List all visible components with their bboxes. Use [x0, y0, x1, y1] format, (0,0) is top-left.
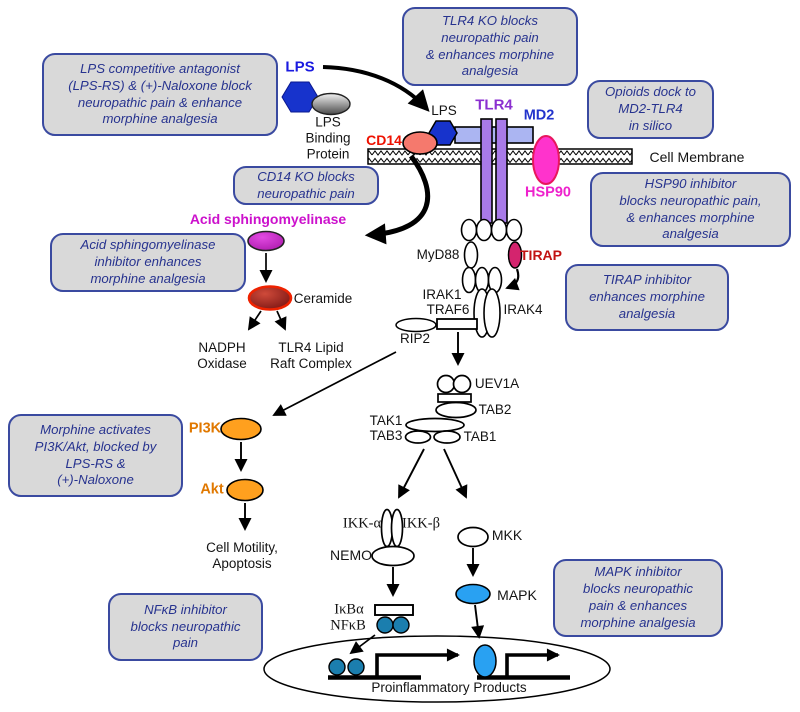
- irak4-label: IRAK4: [503, 302, 543, 318]
- traf6-bar: [436, 318, 478, 330]
- callout-lps-antagonist: LPS competitive antagonist (LPS-RS) & (+…: [42, 53, 278, 136]
- nfkb-label: NFκB: [330, 617, 366, 634]
- arrow-tak-to-mkk: [443, 448, 468, 499]
- pi3k-ellipse: [220, 417, 262, 441]
- arrow-tirap-to-irak: [505, 268, 520, 291]
- callout-cd14-ko: CD14 KO blocks neuropathic pain: [233, 166, 379, 205]
- myd88-label: MyD88: [416, 247, 460, 263]
- acid-sphingomyelinase-ellipse: [247, 230, 285, 252]
- tir-ellipse: [505, 218, 523, 242]
- callout-morphine-activates: Morphine activates PI3K/Akt, blocked by …: [8, 414, 183, 497]
- cd14-label: CD14: [366, 131, 402, 148]
- promoter-arrow-right: [505, 648, 560, 677]
- mapk-label: MAPK: [497, 586, 537, 603]
- nadph-oxidase-label: NADPH Oxidase: [197, 339, 247, 371]
- md2-label: MD2: [523, 107, 555, 124]
- tab2-ellipse: [435, 401, 477, 419]
- hsp90-ellipse: [532, 135, 560, 185]
- tlr4-label: TLR4: [475, 96, 513, 114]
- nemo-ellipse: [371, 545, 415, 567]
- arrow-ceramide-to-nadph: [247, 310, 262, 331]
- callout-nfkb-inhibitor: NFκB inhibitor blocks neuropathic pain: [108, 593, 263, 661]
- nfkb-circle: [376, 616, 394, 634]
- uev1a-label: UEV1A: [474, 376, 520, 392]
- ikk-alpha-label: IKK-α: [342, 515, 382, 532]
- arrow-mapk-to-nucleus: [471, 604, 485, 639]
- tlr4-bar: [480, 118, 493, 224]
- lps-top-label: LPS: [285, 58, 315, 76]
- tirap-ellipse: [507, 241, 523, 269]
- arrow-rip2-to-pi3k: [272, 351, 397, 416]
- lps-membrane-label: LPS: [431, 103, 457, 119]
- arrow-receptor-to-sphingomyelinase: [364, 154, 431, 245]
- tab1-ellipse: [433, 430, 461, 444]
- tab3-ellipse: [404, 430, 432, 444]
- cell-motility-label: Cell Motility, Apoptosis: [206, 539, 278, 571]
- uev1a-circle: [452, 374, 472, 394]
- arrow-nfkb-to-gene: [349, 634, 376, 655]
- callout-asm-inhibitor: Acid sphingomyelinase inhibitor enhances…: [50, 233, 246, 292]
- cd14-ellipse: [402, 131, 438, 155]
- irak-complex-ellipse: [483, 288, 501, 338]
- rip2-label: RIP2: [399, 331, 431, 347]
- callout-mapk-inhibitor: MAPK inhibitor blocks neuropathic pain &…: [553, 559, 723, 637]
- tlr4-bar: [495, 118, 508, 224]
- mkk-ellipse: [457, 526, 489, 548]
- irak-ellipse: [461, 266, 477, 294]
- callout-tirap-inhibitor: TIRAP inhibitor enhances morphine analge…: [565, 264, 729, 331]
- tak1-label: TAK1: [369, 413, 403, 429]
- tirap-label: TIRAP: [520, 246, 562, 263]
- tab2-label: TAB2: [478, 402, 512, 418]
- arrow-tak-to-ikk: [398, 448, 425, 499]
- tir-ellipse: [460, 218, 478, 242]
- ikk-ellipse: [390, 508, 404, 548]
- lps-binding-protein-label: LPS Binding Protein: [305, 114, 351, 163]
- lps-binding-protein-ellipse: [311, 92, 351, 116]
- tak1-ellipse: [405, 417, 465, 433]
- tab1-label: TAB1: [463, 429, 497, 445]
- ceramide-label: Ceramide: [293, 291, 353, 307]
- nemo-label: NEMO: [330, 546, 372, 563]
- md2-bar: [454, 126, 534, 144]
- ubc13-bar: [437, 393, 472, 403]
- pi3k-label: PI3K: [188, 420, 222, 437]
- akt-label: Akt: [200, 481, 224, 498]
- mkk-label: MKK: [491, 526, 523, 543]
- cell-membrane-label: Cell Membrane: [649, 148, 745, 165]
- traf6-label: TRAF6: [426, 302, 470, 318]
- irak1-label: IRAK1: [422, 287, 462, 303]
- nfkb-gene-dot: [347, 658, 365, 676]
- tir-ellipse: [490, 218, 508, 242]
- ikba-bar: [374, 604, 414, 616]
- nfkb-gene-dot: [328, 658, 346, 676]
- mapk-gene-blob: [473, 644, 497, 678]
- acid-sphingomyelinase-label: Acid sphingomyelinase: [189, 210, 347, 227]
- ikk-beta-label: IKK-β: [402, 515, 440, 532]
- arrow-ceramide-to-raft: [274, 310, 287, 331]
- tlr4-lipid-raft-label: TLR4 Lipid Raft Complex: [270, 339, 352, 371]
- hsp90-label: HSP90: [525, 184, 571, 201]
- uev1a-circle: [436, 374, 456, 394]
- tir-ellipse: [475, 218, 493, 242]
- mapk-ellipse: [455, 583, 491, 605]
- callout-tlr4-ko: TLR4 KO blocks neuropathic pain & enhanc…: [402, 7, 578, 86]
- akt-ellipse: [226, 478, 264, 502]
- ikba-label: IκBα: [334, 601, 364, 618]
- tab3-label: TAB3: [369, 428, 403, 444]
- callout-opioids-dock: Opioids dock to MD2-TLR4 in silico: [587, 80, 714, 139]
- arrow-lps-to-receptor: [322, 65, 430, 112]
- ceramide-ellipse: [247, 285, 293, 311]
- myd88-ellipse: [463, 241, 479, 269]
- nfkb-circle: [392, 616, 410, 634]
- rip2-ellipse: [395, 317, 437, 333]
- callout-hsp90-inhibitor: HSP90 inhibitor blocks neuropathic pain,…: [590, 172, 791, 247]
- proinflammatory-products-label: Proinflammatory Products: [371, 680, 527, 696]
- promoter-arrow-left: [375, 648, 460, 677]
